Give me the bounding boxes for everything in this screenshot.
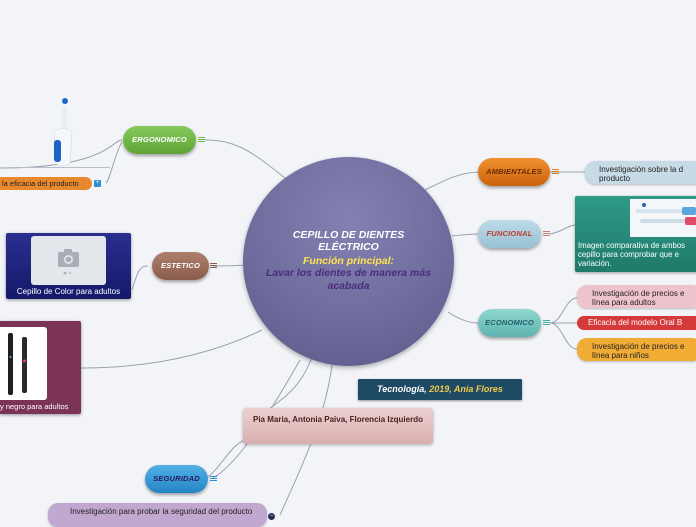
topic-precios-adultos-label: Investigación de precios e línea para ad… (592, 289, 685, 307)
topic-precios-ninos-label: Investigación de precios e línea para ni… (592, 342, 685, 360)
notes-icon[interactable] (198, 137, 205, 143)
notes-icon[interactable] (543, 320, 550, 326)
branch-ambientales-label: AMBIENTALES (486, 167, 542, 176)
authors-label: Pia Maria, Antonia Paiva, Florencia Izqu… (253, 415, 423, 424)
central-description: Lavar los dientes de manera más acabada (265, 267, 432, 292)
branch-ergonomico[interactable]: ERGONOMICO (123, 126, 196, 154)
tech-label-prefix: Tecnología, (377, 384, 430, 394)
card-negro-adultos-label: y negro para adultos (0, 402, 69, 411)
topic-seguridad-label: Investigación para probar la seguridad d… (70, 507, 253, 516)
image-placeholder (31, 236, 106, 285)
toothbrush-image (40, 94, 76, 168)
notes-icon[interactable] (210, 263, 217, 269)
tech-label-year: 2019 (429, 384, 450, 394)
branch-ambientales[interactable]: AMBIENTALES (478, 158, 550, 186)
notes-icon[interactable] (552, 169, 559, 175)
branch-estetico-label: ESTETICO (160, 261, 201, 270)
authors-node[interactable]: Pia Maria, Antonia Paiva, Florencia Izqu… (243, 408, 433, 444)
branch-funcional-label: FUNCIONAL (486, 229, 533, 238)
branch-funcional[interactable]: FUNCIONAL (478, 220, 541, 248)
tech-label[interactable]: Tecnología, 2019, Ania Flores (358, 379, 522, 400)
topic-eficacia[interactable]: la eficacia del producto (0, 177, 92, 190)
central-title: CEPILLO DE DIENTES ELÉCTRICO (292, 229, 405, 253)
topic-investigacion-ambientales-label: Investigación sobre la d producto (599, 165, 684, 183)
branch-seguridad[interactable]: SEGURIDAD (145, 465, 208, 493)
card-negro-adultos[interactable]: y negro para adultos (0, 321, 81, 414)
topic-investigacion-ambientales[interactable]: Investigación sobre la d producto (585, 161, 696, 184)
topic-seguridad[interactable]: Investigación para probar la seguridad d… (48, 503, 267, 527)
toothbrush-comparison-image (630, 199, 696, 237)
card-imagen-comparativa-label: Imagen comparativa de ambos cepillo para… (578, 241, 686, 268)
card-cepillo-color[interactable]: Cepillo de Color para adultos (6, 233, 131, 299)
ergonomico-underline (20, 167, 110, 168)
collapse-icon[interactable]: − (268, 513, 275, 520)
tech-label-suffix: , Ania Flores (449, 384, 503, 394)
card-cepillo-color-label: Cepillo de Color para adultos (16, 287, 121, 296)
branch-seguridad-label: SEGURIDAD (153, 474, 200, 483)
topic-eficacia-oral-b-label: Eficacia del modelo Oral B (588, 318, 683, 327)
toothbrush-photo (0, 327, 47, 400)
expand-icon[interactable]: + (94, 180, 101, 187)
central-topic[interactable]: CEPILLO DE DIENTES ELÉCTRICO Función pri… (243, 157, 454, 366)
topic-precios-ninos[interactable]: Investigación de precios e línea para ni… (577, 338, 696, 361)
camera-icon (58, 249, 79, 275)
topic-precios-adultos[interactable]: Investigación de precios e línea para ad… (577, 285, 696, 308)
central-subtitle: Función principal: (303, 255, 394, 267)
branch-ergonomico-label: ERGONOMICO (132, 135, 187, 144)
topic-eficacia-oral-b[interactable]: Eficacia del modelo Oral B (577, 316, 696, 330)
notes-icon[interactable] (210, 476, 217, 482)
card-imagen-comparativa[interactable]: Imagen comparativa de ambos cepillo para… (575, 196, 696, 272)
notes-icon[interactable] (543, 231, 550, 237)
branch-estetico[interactable]: ESTETICO (152, 252, 209, 280)
branch-economico-label: ECONOMICO (485, 318, 534, 327)
topic-eficacia-label: la eficacia del producto (2, 179, 79, 188)
branch-economico[interactable]: ECONOMICO (478, 309, 541, 337)
